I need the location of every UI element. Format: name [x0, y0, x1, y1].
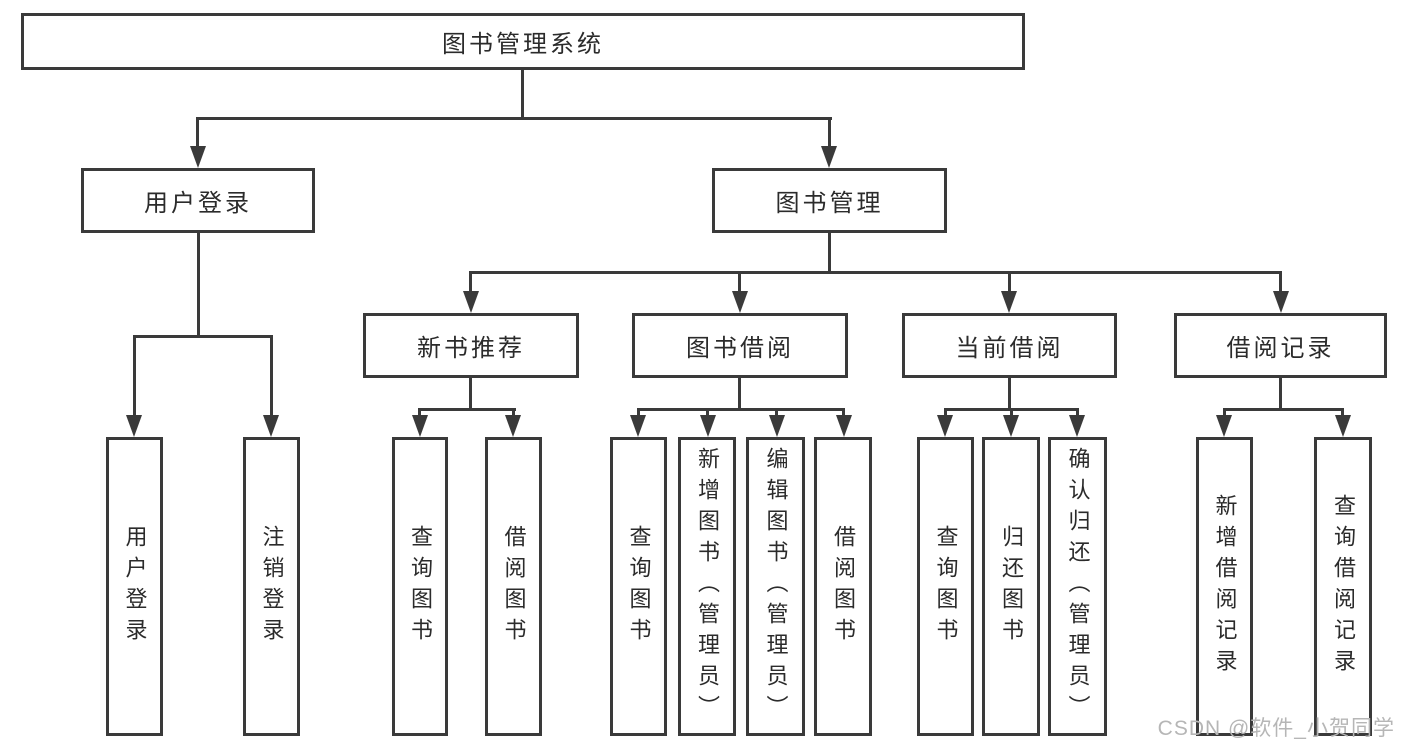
leaf-edit-book-admin: 编辑图书（管理员） [746, 437, 805, 736]
leaf-query-books-1: 查询图书 [392, 437, 448, 736]
connector-root-crossbar [196, 117, 832, 120]
leaf-label: 编辑图书（管理员） [763, 447, 789, 726]
connector-bookmgmt-crossbar [469, 271, 1282, 274]
connector-stub-new-books [469, 271, 472, 293]
arrowhead-g2-leaf3 [769, 415, 785, 437]
arrowhead-g1-leaf2 [505, 415, 521, 437]
leaf-query-books-3: 查询图书 [917, 437, 974, 736]
arrowhead-g1-leaf1 [412, 415, 428, 437]
arrowhead-g4-leaf2 [1335, 415, 1351, 437]
node-book-management: 图书管理 [712, 168, 947, 233]
leaf-add-borrow-record: 新增借阅记录 [1196, 437, 1253, 736]
leaf-label: 注销登录 [259, 524, 285, 649]
leaf-label: 归还图书 [999, 524, 1024, 649]
node-label: 图书管理系统 [442, 31, 604, 58]
connector-g2-stub2 [706, 408, 709, 418]
arrowhead-book-borrow [732, 291, 748, 313]
connector-g2-stub3 [775, 408, 778, 418]
connector-stub-leaf-login [133, 335, 136, 417]
leaf-add-book-admin: 新增图书（管理员） [678, 437, 736, 736]
leaf-label: 查询图书 [626, 524, 652, 649]
connector-stub-leaf-logout [270, 335, 273, 417]
leaf-label: 查询借阅记录 [1331, 493, 1356, 680]
leaf-return-book: 归还图书 [982, 437, 1040, 736]
connector-stub-borrow-records [1279, 271, 1282, 293]
connector-g2-stub4 [842, 408, 845, 418]
arrowhead-current-borrow [1001, 291, 1017, 313]
arrowhead-g2-leaf1 [630, 415, 646, 437]
node-book-borrow: 图书借阅 [632, 313, 848, 378]
arrowhead-g2-leaf4 [836, 415, 852, 437]
node-label: 图书借阅 [686, 335, 794, 362]
arrowhead-g3-leaf2 [1003, 415, 1019, 437]
connector-g1-stub2 [512, 408, 515, 418]
leaf-label: 用户登录 [122, 524, 148, 649]
connector-bookmgmt-stem [828, 233, 831, 273]
leaf-borrow-books-2: 借阅图书 [814, 437, 872, 736]
arrowhead-leaf-login [126, 415, 142, 437]
arrowhead-new-books [463, 291, 479, 313]
node-new-book-recommend: 新书推荐 [363, 313, 579, 378]
connector-g3-stub1 [944, 408, 947, 418]
connector-g4-stub2 [1341, 408, 1344, 418]
node-borrow-records: 借阅记录 [1174, 313, 1387, 378]
arrowhead-g4-leaf1 [1216, 415, 1232, 437]
connector-stub-book-borrow [738, 271, 741, 293]
connector-g2-crossbar [637, 408, 845, 411]
leaf-label: 新增图书（管理员） [695, 447, 720, 726]
connector-g1-crossbar [418, 408, 516, 411]
arrowhead-leaf-logout [263, 415, 279, 437]
node-book-management-system: 图书管理系统 [21, 13, 1025, 70]
arrowhead-borrow-records [1273, 291, 1289, 313]
arrowhead-g3-leaf3 [1069, 415, 1085, 437]
connector-g3-stub3 [1076, 408, 1079, 418]
arrowhead-book-mgmt [821, 146, 837, 168]
leaf-label: 借阅图书 [831, 524, 856, 649]
leaf-borrow-books-1: 借阅图书 [485, 437, 542, 736]
node-label: 借阅记录 [1226, 335, 1335, 362]
node-user-login: 用户登录 [81, 168, 315, 233]
leaf-query-borrow-record: 查询借阅记录 [1314, 437, 1372, 736]
connector-g1-stub1 [418, 408, 421, 418]
connector-g4-stem [1279, 378, 1282, 411]
connector-g1-stem [469, 378, 472, 411]
leaf-label: 新增借阅记录 [1212, 493, 1238, 680]
connector-userlogin-crossbar [133, 335, 273, 338]
arrowhead-g2-leaf2 [700, 415, 716, 437]
node-label: 图书管理 [775, 190, 884, 217]
leaf-logout: 注销登录 [243, 437, 300, 736]
connector-g4-crossbar [1223, 408, 1343, 411]
leaf-label: 查询图书 [933, 524, 959, 649]
leaf-query-books-2: 查询图书 [610, 437, 667, 736]
node-label: 当前借阅 [955, 335, 1064, 362]
arrowhead-g3-leaf1 [937, 415, 953, 437]
connector-g3-stub2 [1010, 408, 1013, 418]
csdn-watermark: CSDN @软件_小贺同学 [1157, 717, 1395, 740]
connector-stub-book-mgmt [828, 117, 831, 148]
connector-g3-stem [1008, 378, 1011, 411]
connector-g4-stub1 [1223, 408, 1226, 418]
leaf-label: 借阅图书 [501, 524, 527, 649]
leaf-label: 查询图书 [408, 524, 433, 649]
node-label: 新书推荐 [417, 335, 525, 362]
connector-root-stem [521, 69, 524, 119]
connector-g2-stub1 [637, 408, 640, 418]
arrowhead-user-login [190, 146, 206, 168]
leaf-user-login: 用户登录 [106, 437, 163, 736]
connector-stub-user-login [196, 117, 199, 148]
leaf-label: 确认归还（管理员） [1065, 447, 1091, 726]
connector-g2-stem [738, 378, 741, 411]
leaf-confirm-return-admin: 确认归还（管理员） [1048, 437, 1107, 736]
connector-userlogin-stem [197, 233, 200, 337]
node-current-borrow: 当前借阅 [902, 313, 1117, 378]
connector-stub-current-borrow [1008, 271, 1011, 293]
node-label: 用户登录 [144, 190, 252, 217]
